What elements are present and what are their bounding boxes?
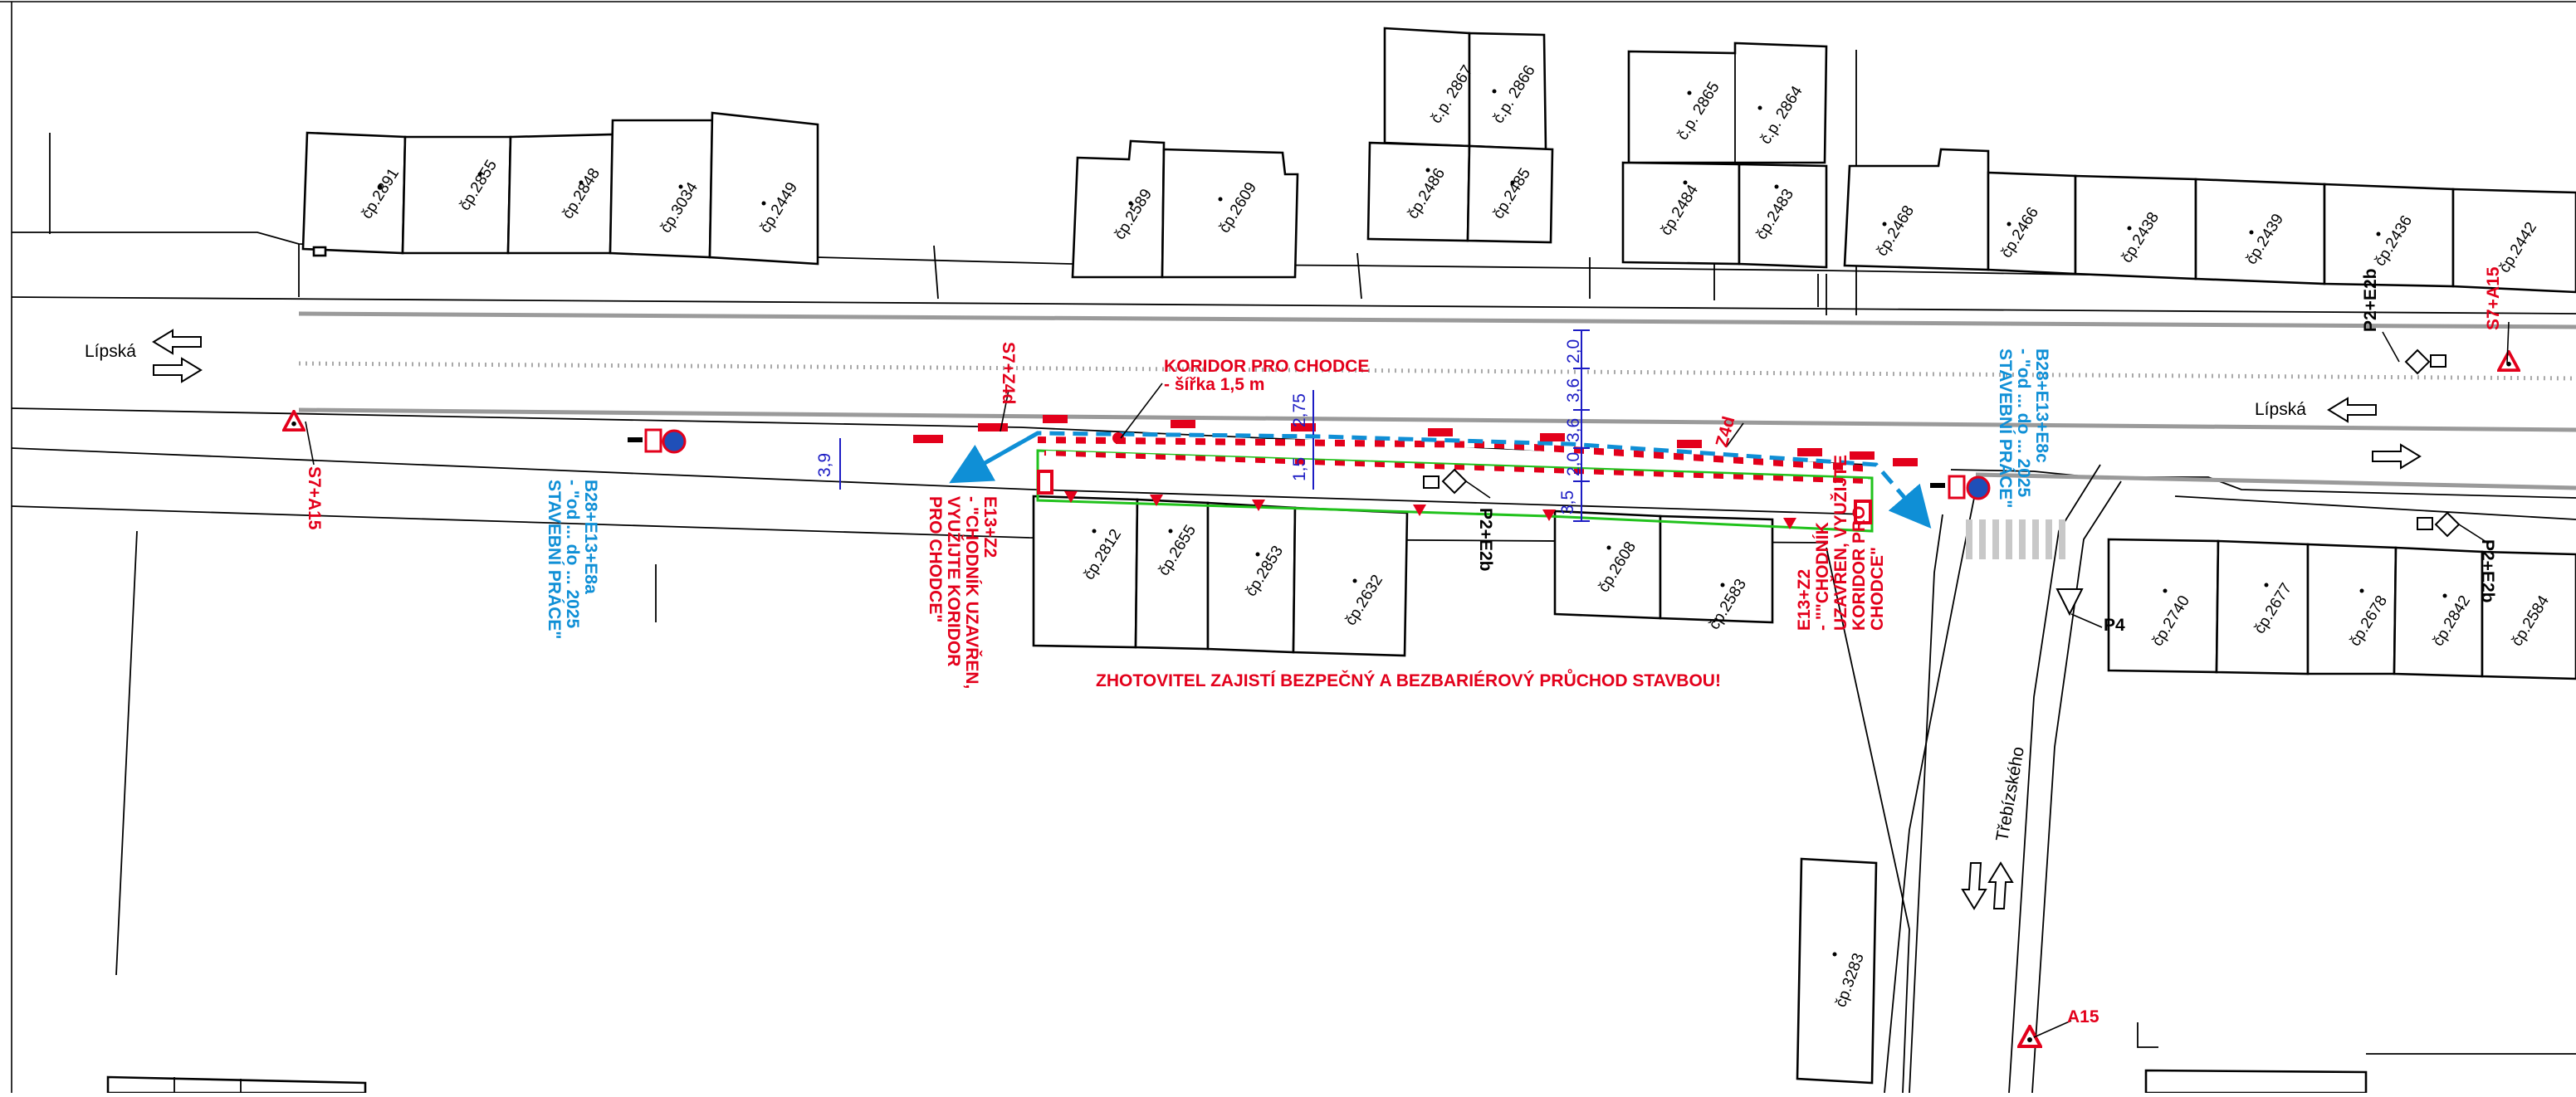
note-left-e13-line2: - "CHODNÍK UZAVŘEN, — [962, 496, 982, 689]
sign-p2e2b-top: P2+E2b — [2361, 269, 2380, 332]
note-right-e13: E13+Z2 - ""CHODNÍK UZAVŘEN, VYUŽIJTE KOR… — [1795, 455, 1887, 631]
dim-2-0-bottom: 2,0 — [1564, 452, 1583, 476]
sign-z4d: Z4d — [1713, 414, 1739, 449]
warning-triangle-icon — [2497, 350, 2520, 372]
priority-sign-icon — [1423, 468, 1468, 495]
note-left-b28: B28+E13+E8a - "od ... do ... 2025 STAVEB… — [545, 480, 600, 639]
crosswalk — [1966, 519, 2065, 559]
barrier-inner — [1044, 451, 1869, 484]
sign-s7a15-right: S7+A15 — [2484, 266, 2503, 330]
arrow-west-right-icon — [2327, 397, 2377, 423]
dim-3-5: 3,5 — [1558, 490, 1577, 514]
note-left-e13-line1: E13+Z2 — [980, 496, 1000, 558]
street-lipska-right: Lípská — [2255, 400, 2306, 419]
arrow-south-icon — [1961, 862, 1987, 910]
note-right-e13-line2: - ""CHODNÍK — [1813, 522, 1832, 631]
note-left-e13-line3: VYUŽIJTE KORIDOR — [944, 496, 964, 666]
street-trebizskeho: Třebízského — [1992, 745, 2028, 843]
sign-p4: P4 — [2104, 616, 2125, 635]
sign-p2e2b-mid: P2+E2b — [1476, 508, 1495, 571]
note-right-e13-line4: KORIDOR PRO — [1850, 505, 1869, 631]
sign-a15: A15 — [2067, 1007, 2099, 1026]
notes: KORIDOR PRO CHODCE - šířka 1,5 m B28+E13… — [545, 349, 2051, 690]
dim-3-6-a: 3,6 — [1564, 378, 1583, 402]
arrow-north-icon — [1987, 861, 2014, 909]
barrier-north — [1037, 436, 1873, 472]
corridor-title: KORIDOR PRO CHODCE — [1164, 357, 1369, 376]
arrow-east-right-icon — [2372, 443, 2422, 470]
dimension-labels: 3,9 2,75 1,5 2,0 3,6 3,6 2,0 3,5 — [815, 339, 1583, 514]
note-right-b28-line2: - "od ... do ... 2025 — [2014, 349, 2033, 497]
dimensions — [839, 329, 1590, 522]
note-right-e13-line3: UZAVŘEN, VYUŽIJTE — [1831, 455, 1850, 631]
note-left-e13-line4: PRO CHODCE" — [926, 496, 945, 622]
note-left-b28-line3: STAVEBNÍ PRÁCE" — [545, 480, 564, 639]
contractor-note: ZHOTOVITEL ZAJISTÍ BEZPEČNÝ A BEZBARIÉRO… — [1096, 669, 1721, 690]
priority-sign-icon — [2404, 349, 2446, 375]
sign-s7a15-left: S7+A15 — [305, 466, 324, 530]
sign-p2e2b-right: P2+E2b — [2478, 539, 2497, 602]
note-right-b28-line3: STAVEBNÍ PRÁCE" — [1996, 349, 2015, 508]
street-lipska-left: Lípská — [85, 342, 136, 361]
note-right-e13-line5: CHODCE" — [1868, 547, 1887, 631]
no-entry-sign-icon — [628, 428, 687, 454]
note-left-b28-line1: B28+E13+E8a — [581, 480, 600, 594]
sign-s7z4d: S7+Z4d — [999, 342, 1018, 404]
arrow-west-icon — [152, 329, 202, 355]
note-left-e13: E13+Z2 - "CHODNÍK UZAVŘEN, VYUŽIJTE KORI… — [926, 496, 1000, 689]
construction-zone — [913, 415, 1932, 533]
corridor-width: - šířka 1,5 m — [1164, 375, 1264, 394]
buildings — [106, 27, 2576, 1095]
pedestrian-corridor — [965, 431, 1932, 529]
note-right-b28-line1: B28+E13+E8c — [2032, 349, 2051, 463]
dim-1-5: 1,5 — [1290, 457, 1309, 481]
no-entry-sign-icon — [1930, 475, 1991, 500]
priority-sign-icon — [2417, 511, 2461, 538]
arrow-east-icon — [153, 357, 203, 383]
note-right-e13-line1: E13+Z2 — [1795, 569, 1814, 631]
yield-sign-icon — [2055, 588, 2084, 617]
direction-arrows — [152, 329, 2422, 910]
dim-2-75: 2,75 — [1290, 393, 1309, 427]
dim-3-6-b: 3,6 — [1564, 418, 1583, 442]
note-right-b28: B28+E13+E8c - "od ... do ... 2025 STAVEB… — [1996, 349, 2051, 508]
dim-2-0-top: 2,0 — [1564, 339, 1583, 363]
traffic-signs — [282, 321, 2520, 1048]
note-left-b28-line2: - "od ... do ... 2025 — [563, 480, 582, 628]
dim-3-9: 3,9 — [815, 453, 834, 477]
